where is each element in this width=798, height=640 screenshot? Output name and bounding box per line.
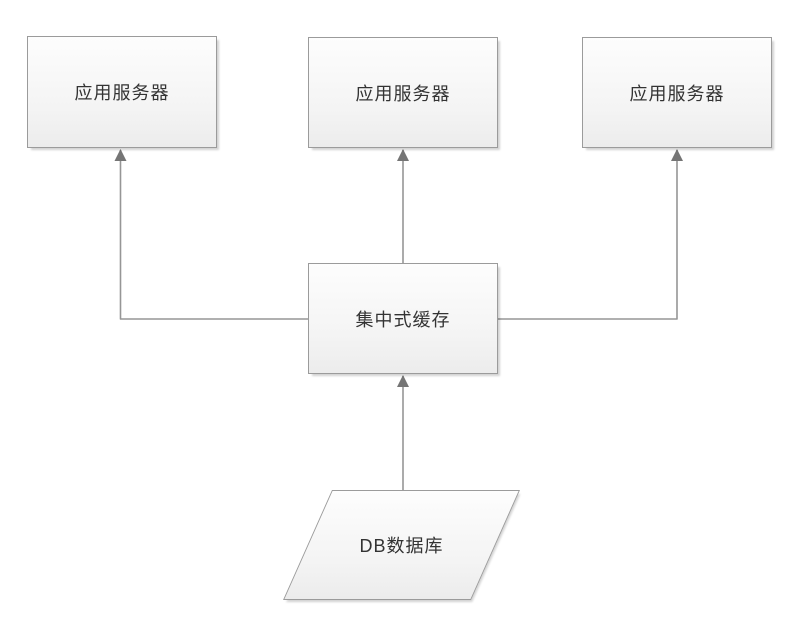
node-app-server-2: 应用服务器 [308,37,498,148]
node-db-label: DB数据库 [359,536,444,556]
edge-cache-to-app-server-1 [114,149,308,320]
node-app-server-1: 应用服务器 [27,36,217,148]
node-cache: 集中式缓存 [308,263,498,374]
node-app-server-1-label: 应用服务器 [74,83,170,103]
node-app-server-2-label: 应用服务器 [355,83,451,104]
node-app-server-3: 应用服务器 [582,37,772,148]
node-db: DB数据库 [283,490,520,600]
edge-cache-to-app-server-3 [498,149,683,320]
node-app-server-3-label: 应用服务器 [629,83,725,104]
node-cache-label: 集中式缓存 [355,309,451,330]
